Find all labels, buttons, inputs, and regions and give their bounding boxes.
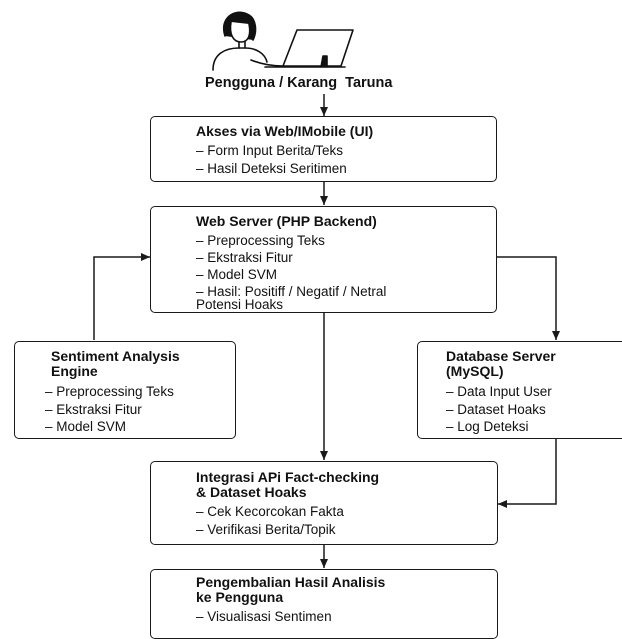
box-title: Integrasi APi Fact-checking bbox=[196, 469, 380, 485]
box-title-line2: (MySQL) bbox=[446, 363, 504, 379]
list-item: – Data Input User bbox=[446, 384, 552, 399]
box-title-line2: Engine bbox=[51, 363, 98, 379]
box-title: Akses via Web/IMobile (UI) bbox=[196, 123, 374, 139]
box-title: Pengembalian Hasil Analisis bbox=[196, 574, 386, 590]
list-item: – Ekstraksi Fitur bbox=[45, 402, 142, 417]
list-item: – Cek Kecorcokan Fakta bbox=[196, 504, 344, 519]
person-at-laptop-icon bbox=[212, 11, 354, 71]
list-item: – Form Input Berita/Teks bbox=[196, 143, 344, 158]
box-title-line2: ke Pengguna bbox=[196, 589, 284, 605]
box-title: Database Server bbox=[446, 348, 556, 364]
arrow-sentiment-to-webserver bbox=[93, 253, 150, 340]
connector-lines bbox=[93, 94, 560, 568]
access-ui-box: Akses via Web/IMobile (UI) – Form Input … bbox=[150, 116, 497, 182]
database-server-box: Database Server (MySQL) – Data Input Use… bbox=[417, 341, 622, 439]
box-title: Sentiment Analysis bbox=[51, 348, 180, 364]
list-item: – Hasil Deteksi Seritimen bbox=[196, 161, 347, 176]
arrow-webserver-to-database bbox=[497, 256, 560, 340]
list-item-continuation: Potensi Hoaks bbox=[196, 297, 284, 312]
list-item: – Preprocessing Teks bbox=[45, 384, 174, 399]
list-item: – Preprocessing Teks bbox=[196, 233, 325, 248]
result-return-box: Pengembalian Hasil Analisis ke Pengguna … bbox=[150, 569, 498, 639]
web-server-box: Web Server (PHP Backend) – Preprocessing… bbox=[150, 206, 497, 313]
list-item: – Verifikasi Berita/Topik bbox=[196, 522, 336, 537]
sentiment-engine-box: Sentiment Analysis Engine – Preprocessin… bbox=[14, 341, 236, 439]
arrow-database-to-factcheck bbox=[498, 439, 557, 508]
box-title: Web Server (PHP Backend) bbox=[196, 213, 377, 229]
list-item: – Model SVM bbox=[196, 267, 278, 282]
fact-checking-box: Integrasi APi Fact-checking & Dataset Ho… bbox=[150, 461, 498, 545]
list-item: – Ekstraksi Fitur bbox=[196, 250, 293, 265]
list-item: – Log Deteksi bbox=[446, 419, 529, 434]
user-label: Pengguna / Karang Taruna bbox=[205, 75, 393, 91]
box-title-line2: & Dataset Hoaks bbox=[196, 484, 307, 500]
list-item: – Dataset Hoaks bbox=[446, 402, 546, 417]
list-item: – Model SVM bbox=[45, 419, 127, 434]
list-item: – Hasil: Positiff / Negatif / Netral bbox=[196, 284, 387, 299]
list-item: – Visualisasi Sentimen bbox=[196, 609, 332, 624]
